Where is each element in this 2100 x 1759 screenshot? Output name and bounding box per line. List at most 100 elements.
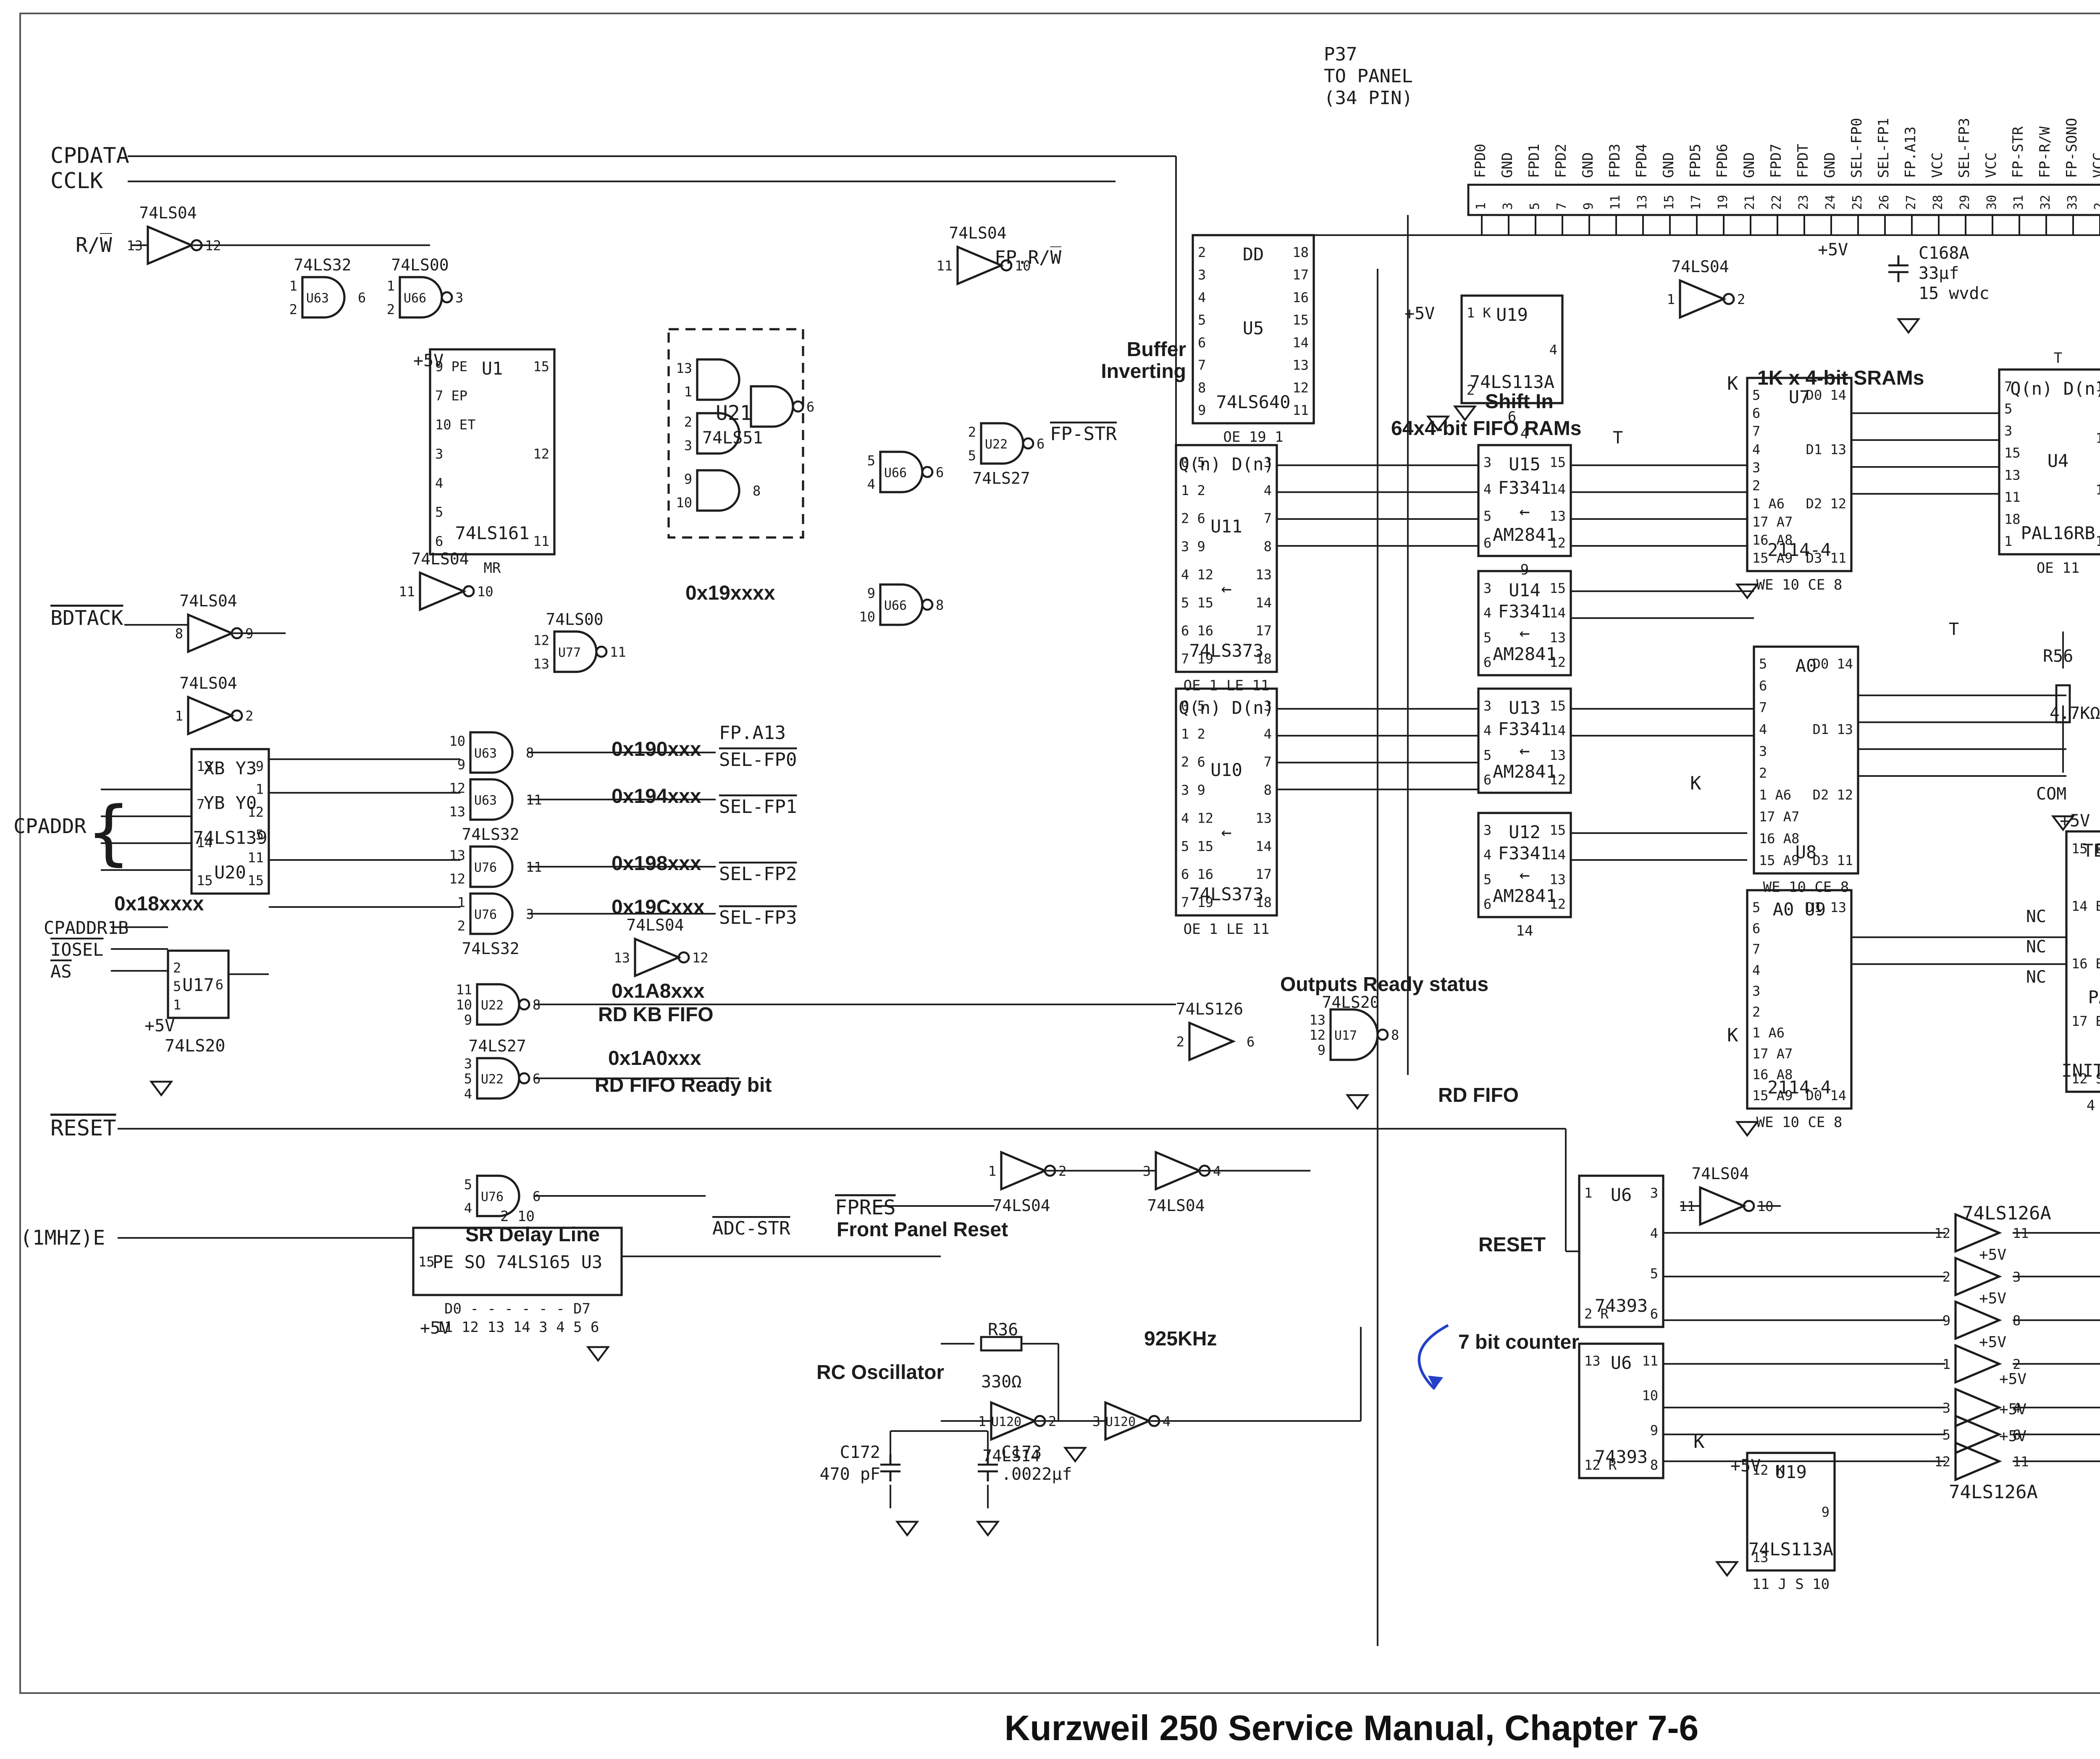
component-text: 74393 xyxy=(1595,1447,1648,1467)
annotation: Inverting xyxy=(1101,360,1186,383)
component-text: ← xyxy=(1221,822,1231,842)
pin-label: 4 xyxy=(435,475,443,491)
pin-label: 17 xyxy=(1255,866,1272,882)
pin-label: 12 S xyxy=(2071,1071,2100,1087)
signal-label: (1MHZ)E xyxy=(20,1226,105,1250)
pin-label: 8 xyxy=(1264,782,1272,798)
pin-label: 1 2 xyxy=(1181,726,1205,742)
pin-label: WE 10 CE 8 xyxy=(1756,1114,1843,1131)
pin-label: T xyxy=(2054,350,2062,367)
connector-title: P37 xyxy=(1324,44,1357,65)
component-text: 74LS640 xyxy=(1216,392,1290,412)
pin-label: 9 xyxy=(1942,1313,1950,1329)
pin-label: 5 15 xyxy=(1181,838,1213,854)
pin-label: 2 xyxy=(289,301,297,317)
pin-label: 3 xyxy=(1264,698,1272,714)
pin-label: 10 xyxy=(1642,1388,1658,1404)
p37-pin-number: 7 xyxy=(1554,202,1569,210)
component-text: U8 xyxy=(1796,842,1817,862)
pin-label: 14 xyxy=(1255,595,1272,611)
p37-pin-number: 15 xyxy=(1662,195,1677,210)
component-text: U17 xyxy=(182,975,214,995)
component-text: ← xyxy=(1519,864,1530,885)
signal-label: U21 xyxy=(716,401,752,425)
gate-part-number: 74LS04 xyxy=(1691,1164,1749,1183)
component-text: ← xyxy=(1519,740,1530,760)
p37-pin-number: 21 xyxy=(1743,195,1757,210)
pin-label: 5 xyxy=(2004,401,2012,417)
pin-label: 11 xyxy=(1642,1353,1658,1369)
gate-part-number: 74LS27 xyxy=(468,1037,526,1055)
pin-label: 6 xyxy=(1037,436,1045,452)
pin-label: 2 xyxy=(1737,291,1745,307)
signal-label: SEL-FP2 xyxy=(719,863,797,885)
signal-label: R/W̅ xyxy=(76,233,112,257)
component-U21 xyxy=(667,328,804,539)
pin-label: 10 xyxy=(1757,1198,1774,1214)
pin-label: 6 xyxy=(1752,920,1760,936)
component-text: F3341 xyxy=(1498,477,1551,498)
component-text: PE SO 74LS165 U3 xyxy=(433,1252,603,1272)
pin-label: 8 xyxy=(2013,1313,2021,1329)
component-text: XB Y3 xyxy=(204,758,257,779)
gate-part-number: 74LS04 xyxy=(1147,1196,1205,1215)
pin-label: 4 xyxy=(464,1200,472,1216)
pin-label: 4 xyxy=(1752,962,1760,978)
pin-label: 4 xyxy=(1198,289,1206,305)
p37-pin-name: VCC xyxy=(1929,152,1946,178)
pin-label: 2 xyxy=(1752,1004,1760,1020)
pin-label: MR xyxy=(484,560,501,577)
pin-label: 2 xyxy=(1058,1163,1066,1179)
pin-label: 1 A6 xyxy=(1752,1025,1785,1041)
pin-label: 15 xyxy=(247,873,264,889)
pin-label: 15 xyxy=(1292,312,1309,328)
pin-label: 1 xyxy=(1584,1185,1592,1201)
gate-designator: U76 xyxy=(481,1190,504,1204)
pin-label: 1 xyxy=(256,781,264,797)
pin-label: 1 xyxy=(173,997,181,1013)
signal-label: K xyxy=(1693,1431,1705,1452)
pin-label: 10 xyxy=(449,733,465,749)
component-U18: TE LF D0U18PAL16R4INIT L/S E/E15 B314 B5… xyxy=(2061,830,2100,1114)
p37-pin-name: FPD1 xyxy=(1526,144,1543,178)
p37-pin-number: 28 xyxy=(1931,195,1945,210)
signal-label: 470 pF xyxy=(820,1465,881,1484)
pin-label: 1 A6 xyxy=(1752,496,1785,512)
discrete-parts xyxy=(149,255,2075,1577)
pin-label: 2 xyxy=(1759,765,1767,781)
p37-pin-number: 2 xyxy=(2092,202,2100,210)
pin-label: 15 xyxy=(533,359,549,375)
annotation: 64x4-bit FIFO RAMs xyxy=(1391,417,1581,440)
gate-designator: U22 xyxy=(481,1072,504,1087)
pin-label: 3 xyxy=(435,446,443,462)
pin-label: 6 xyxy=(1483,654,1491,670)
annotation: RC Oscillator xyxy=(816,1361,944,1384)
annotation: RESET xyxy=(1478,1234,1546,1256)
pin-label: 11 12 13 14 3 4 5 6 xyxy=(436,1319,599,1336)
pin-label: 3 xyxy=(1752,983,1760,999)
p37-pin-name: FP-SONO xyxy=(2063,118,2080,178)
pin-label: 12 xyxy=(692,950,709,966)
p37-pin-name: GND xyxy=(1741,152,1758,178)
pin-label: 9 xyxy=(1318,1042,1326,1058)
pin-label: 3 xyxy=(1483,698,1491,714)
signal-label: R56 xyxy=(2043,647,2073,666)
pin-label: 4 9 1 2 3 xyxy=(2087,1097,2100,1114)
component-text: PAL16RB xyxy=(2021,523,2095,543)
gate-designator: U120 xyxy=(991,1415,1021,1429)
gate-part-number: 74LS04 xyxy=(179,674,237,692)
component-text: AM2841 xyxy=(1493,761,1557,782)
pin-label: 2 R xyxy=(1584,1306,1609,1322)
